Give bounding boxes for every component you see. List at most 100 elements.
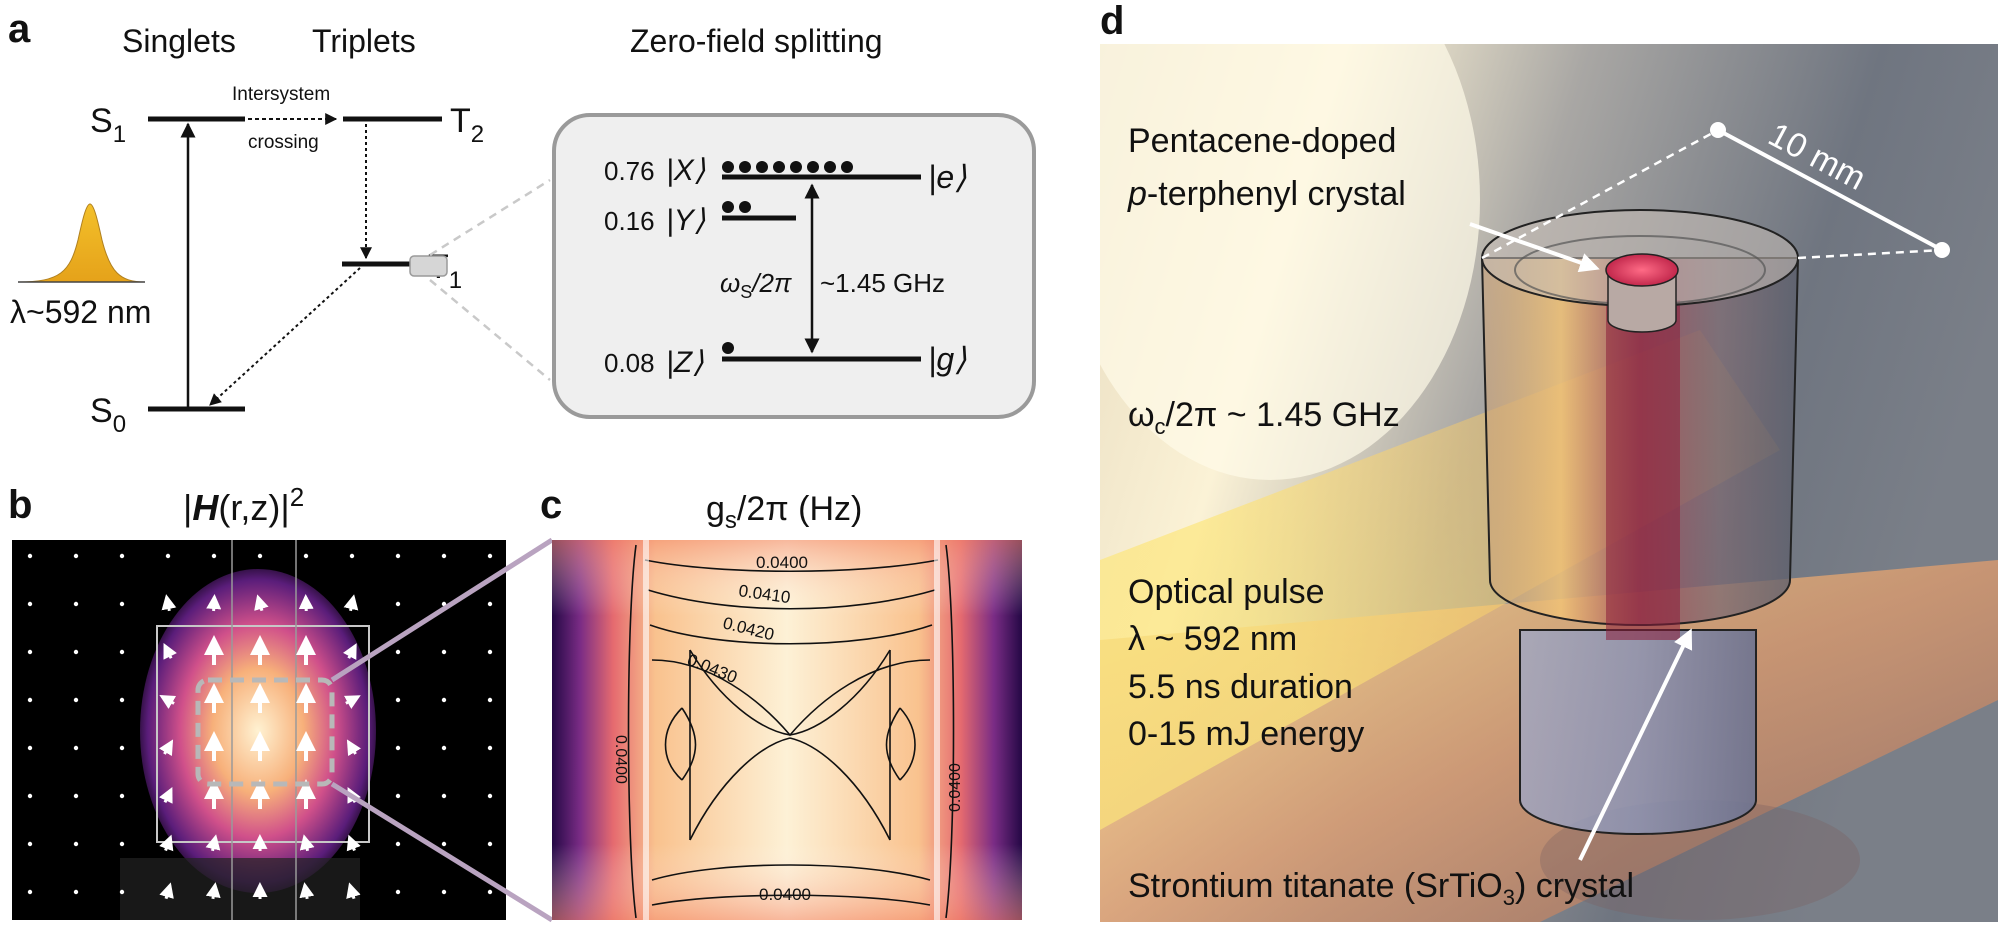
field-lower-region	[120, 858, 360, 920]
field-arrow	[343, 594, 359, 612]
field-arrow	[27, 601, 33, 607]
panel-b-letter: b	[8, 483, 32, 527]
z-population-dots	[722, 342, 734, 354]
field-arrow	[73, 889, 79, 895]
field-title: |H(r,z)|2	[183, 482, 304, 528]
field-arrow	[441, 889, 447, 895]
zfs-box	[552, 113, 1036, 419]
field-arrow	[73, 793, 79, 799]
dimension-dot	[1934, 242, 1950, 258]
singlets-label: Singlets	[122, 23, 236, 59]
zfs-title: Zero-field splitting	[630, 23, 883, 59]
field-arrow	[27, 649, 33, 655]
field-arrow	[27, 841, 33, 847]
zoom-line-top	[429, 178, 551, 257]
y-ket: |Y⟩	[666, 204, 706, 237]
field-arrow	[206, 594, 222, 612]
field-arrow	[487, 697, 493, 703]
field-arrow	[119, 841, 125, 847]
z-population: 0.08	[604, 348, 655, 378]
pentacene-crystal	[1605, 253, 1679, 287]
field-arrow	[73, 601, 79, 607]
contour-lines	[627, 544, 955, 919]
isc-label-2: crossing	[248, 132, 319, 153]
panel-b: b |H(r,z)|2	[8, 482, 506, 920]
field-arrow	[487, 601, 493, 607]
zoom-line-b-c-top	[330, 537, 554, 683]
dimension-dashed-left	[1481, 128, 1719, 260]
field-arrow	[73, 841, 79, 847]
wavelength-label: λ~592 nm	[10, 294, 151, 330]
x-population-dots	[722, 161, 853, 173]
panel-a-letter: a	[8, 7, 31, 51]
srtio3-label: Strontium titanate (SrTiO3) crystal	[1128, 867, 1634, 910]
s0-label: S0	[90, 392, 126, 438]
field-arrow	[441, 697, 447, 703]
field-arrow	[395, 553, 401, 559]
field-arrow	[165, 553, 171, 559]
field-arrow	[487, 745, 493, 751]
field-arrow	[441, 649, 447, 655]
field-arrow	[119, 649, 125, 655]
field-arrow	[159, 882, 174, 900]
panel-c-letter: c	[540, 483, 562, 527]
field-arrow	[73, 649, 79, 655]
field-arrow	[27, 553, 33, 559]
field-arrow	[395, 649, 401, 655]
cavity-frequency-label: ωc/2π ~ 1.45 GHz	[1128, 396, 1400, 439]
contour-label: 0.0400	[759, 885, 811, 904]
field-arrow	[395, 601, 401, 607]
triplets-label: Triplets	[312, 23, 416, 59]
field-arrow	[441, 745, 447, 751]
zoom-line-bottom	[429, 279, 551, 381]
z-ket: |Z⟩	[666, 346, 704, 379]
pulse-label-3: 5.5 ns duration	[1128, 668, 1353, 706]
panel-d-letter: d	[1100, 0, 1124, 43]
e-ket: |e⟩	[928, 159, 967, 195]
field-arrow	[395, 697, 401, 703]
field-arrow	[299, 882, 315, 900]
x-ket: |X⟩	[666, 154, 706, 187]
panel-a: a Singlets Triplets Zero-field splitting…	[8, 7, 1036, 438]
g-ket: |g⟩	[928, 341, 967, 377]
field-arrow	[119, 601, 125, 607]
field-arrow	[27, 889, 33, 895]
field-arrow	[119, 745, 125, 751]
field-arrow	[395, 793, 401, 799]
field-arrow	[27, 697, 33, 703]
field-arrow	[119, 697, 125, 703]
field-arrow	[303, 553, 309, 559]
s1-label: S1	[90, 102, 126, 148]
crystal-edge-left	[643, 540, 649, 920]
dimension-dot	[1710, 122, 1726, 138]
t1-s0-arrow	[209, 267, 361, 406]
field-arrow	[254, 594, 269, 612]
field-arrow	[487, 889, 493, 895]
pulse-label-1: Optical pulse	[1128, 573, 1325, 611]
panel-c: c gs/2π (Hz)	[540, 483, 1022, 920]
panel-d: d 10 mm Pentace	[1100, 0, 1998, 922]
field-arrow	[73, 745, 79, 751]
field-arrow	[395, 889, 401, 895]
field-arrow	[158, 739, 174, 757]
crystal-edge-right	[934, 540, 940, 920]
field-arrow	[205, 882, 221, 900]
field-arrow	[27, 793, 33, 799]
srtio3-lower-cylinder	[1519, 629, 1757, 835]
field-arrow	[441, 793, 447, 799]
field-arrow	[119, 553, 125, 559]
field-arrow	[299, 834, 315, 852]
zoom-line-b-c-bottom	[330, 781, 554, 923]
field-arrow	[349, 553, 355, 559]
field-arrow	[344, 695, 361, 709]
omega-s-label: ωS/2π	[720, 268, 792, 302]
x-population: 0.76	[604, 156, 655, 186]
field-arrow	[159, 695, 177, 709]
field-arrow	[161, 594, 177, 612]
field-arrow	[487, 553, 493, 559]
coupling-title: gs/2π (Hz)	[706, 490, 862, 534]
field-arrow	[205, 834, 221, 852]
field-arrow	[487, 841, 493, 847]
field-arrow	[159, 787, 173, 804]
zoom-region-box	[195, 677, 335, 787]
